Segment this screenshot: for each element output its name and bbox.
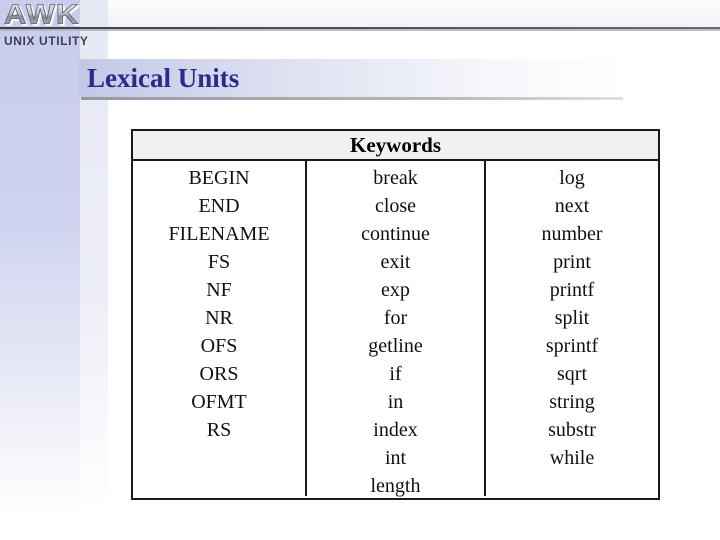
top-strip [108,0,720,27]
awk-logo-subtitle: UNIX UTILITY [4,34,89,48]
keywords-table-body: BEGIN END FILENAME FS NF NR OFS ORS OFMT RS break… [133,161,658,497]
keyword-item: RS [206,419,232,441]
keyword-item: if [389,363,402,385]
slide-title-shadow [81,97,623,100]
left-accent-band [0,0,80,540]
keyword-item: int [384,447,407,469]
keyword-item: in [387,391,404,413]
keyword-item: sqrt [557,363,587,385]
keyword-item: close [374,195,417,217]
keyword-item: ORS [199,363,239,385]
keyword-item: while [549,447,595,469]
keyword-item: substr [548,419,596,441]
keywords-column-1: BEGIN END FILENAME FS NF NR OFS ORS OFMT RS [133,161,305,496]
keyword-item: split [554,307,590,329]
keyword-item: FILENAME [168,223,270,245]
awk-logo: AWK UNIX UTILITY [4,0,89,48]
keyword-item: OFS [200,335,238,357]
keyword-item: sprintf [545,335,599,357]
keywords-table: Keywords BEGIN END FILENAME FS NF NR OFS ORS OFM… [131,129,660,500]
slide-title-bar: Lexical Units [78,59,623,97]
keyword-item: NF [206,279,232,301]
keyword-item: string [549,391,595,413]
keyword-item: END [198,195,240,217]
keyword-item: index [373,419,418,441]
keyword-item: for [383,307,408,329]
keyword-item: getline [368,335,423,357]
keywords-column-3: log next number print printf split sprintf sqrt… [486,161,658,496]
keyword-item: exp [381,279,410,301]
keyword-item: print [553,251,591,273]
slide-title: Lexical Units [87,63,240,93]
keyword-item: OFMT [191,391,247,413]
keyword-item: break [373,167,418,189]
keyword-item: printf [549,279,595,301]
header-divider-line [0,27,720,29]
keywords-column-2: break close continue exit exp for getline if in i… [305,161,486,497]
keyword-item: FS [207,251,231,273]
keyword-item: length [370,475,421,497]
keyword-item: BEGIN [188,167,250,189]
keyword-item: next [554,195,590,217]
keyword-item: continue [361,223,430,245]
keyword-item: log [559,167,585,189]
awk-logo-text: AWK [4,0,89,28]
keywords-table-header: Keywords [133,131,658,161]
keyword-item: exit [380,251,411,273]
keyword-item: NR [205,307,233,329]
keyword-item: number [541,223,603,245]
